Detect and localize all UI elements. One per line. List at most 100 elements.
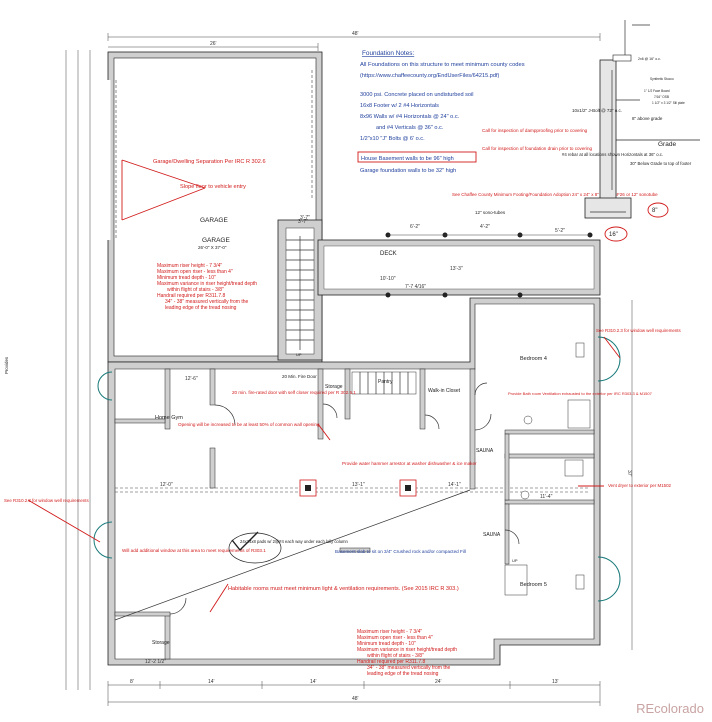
dim-10-10: 10'-10" [380, 276, 396, 282]
opening-note: Opening will be increased to be at least… [178, 422, 320, 427]
svg-text:1/2"x10 "J" Bolts @ 6' o.c.: 1/2"x10 "J" Bolts @ 6' o.c. [360, 136, 425, 142]
dim-right-total: 37' [626, 470, 632, 477]
svg-text:7/16" OSB: 7/16" OSB [654, 95, 669, 99]
dim-11-4: 11'-4" [540, 494, 553, 500]
svg-text:Minimum tread depth - 10": Minimum tread depth - 10" [357, 641, 416, 647]
foundation-notes-title: Foundation Notes: [362, 50, 414, 57]
svg-text:1 1/2" x 3 1/2" Sill plate: 1 1/2" x 3 1/2" Sill plate [652, 101, 685, 105]
inspect-drain-note: Call for inspection of foundation drain … [482, 146, 593, 151]
provides-label: Provides [4, 356, 9, 374]
svg-text:Maximum open riser - less than: Maximum open riser - less than 4" [157, 269, 233, 275]
basement-stair: UP [351, 371, 528, 596]
svg-text:1" 1/2 Face Board: 1" 1/2 Face Board [644, 89, 670, 93]
inspect-damp-note: Call for inspection of dampproofing prio… [482, 128, 588, 133]
svg-text:Handrail required per R311.7.8: Handrail required per R311.7.8 [357, 659, 426, 665]
dim-3-7b: 3'-7" [300, 215, 310, 221]
above-grade-label: 8" above grade [632, 116, 663, 121]
deck-footing-note: See Chaffee County Minimum Footing/Found… [452, 192, 658, 197]
wall-section-detail: 2x6 @ 16" o.c. Synthetic Stucco 1" 1/2 F… [562, 20, 700, 242]
svg-text:Synthetic Stucco: Synthetic Stucco [650, 77, 674, 81]
foundation-notes: Foundation Notes: All Foundations on thi… [357, 50, 593, 174]
svg-text:34" - 38" measured vertically: 34" - 38" measured vertically from the [165, 299, 249, 305]
up-label-2: UP [512, 558, 518, 563]
fire-door-note: 20 min. fire-rated door with self closer… [232, 390, 356, 395]
deck-label: DECK [380, 251, 397, 257]
garage-label-2: GARAGE [202, 237, 230, 244]
room-sauna-2: SAUNA [483, 532, 501, 538]
dim-13-3: 13'-3" [450, 266, 463, 272]
stair-notes-upper: Maximum riser height - 7 3/4" Maximum op… [157, 263, 257, 311]
room-storage-2: Storage [152, 640, 170, 646]
svg-text:Maximum variance in riser heig: Maximum variance in riser height/tread d… [157, 281, 257, 287]
dimension-lines: 48' 26' 37' 8' 14' 14' 24' 13' 48' [65, 31, 633, 706]
egress-note-right: See R310.2.3 for window well requirement… [596, 328, 681, 333]
svg-text:16x8 Footer w/ 2 #4 Horizontal: 16x8 Footer w/ 2 #4 Horizontals [360, 103, 439, 109]
up-label-1: UP [296, 352, 302, 357]
room-bedroom-5: Bedroom 5 [520, 582, 547, 588]
dryer-vent-note: Vent dryer to exterior per M1502 [608, 483, 672, 488]
grade-label: Grade [658, 141, 676, 148]
habitable-note: Habitable rooms must meet minimum light … [228, 586, 459, 592]
stair-notes-lower: Maximum riser height - 7 3/4" Maximum op… [357, 629, 457, 677]
water-hammer-note: Provide water hammer arrestor at washer … [342, 461, 477, 466]
dim-top-garage: 26' [210, 41, 217, 47]
dim-13-1: 13'-1" [352, 482, 365, 488]
dim-top-total: 48' [352, 31, 359, 37]
dim-b4: 24' [435, 679, 442, 685]
boxed-note: House Basement walls to be 96" high [361, 156, 454, 162]
svg-text:34" - 38" measured vertically: 34" - 38" measured vertically from the [367, 665, 451, 671]
basement-slab-note: Basement slab to sit on 3/4" Crushed roc… [335, 549, 466, 554]
svg-text:8x96 Walls w/ #4 Horizontals @: 8x96 Walls w/ #4 Horizontals @ 24" o.c. [360, 114, 460, 120]
window-add-note: Will add additional window at this area … [122, 548, 266, 553]
dim-12-2: 12'-2 1/2" [145, 659, 166, 665]
svg-text:leading edge of the tread nosi: leading edge of the tread nosing [165, 305, 237, 311]
egress-note-left: See R310.2.3 for window well requirement… [4, 498, 89, 503]
room-walk-in: Walk-in Closet [428, 388, 461, 394]
dim-12-0: 12'-0" [160, 482, 173, 488]
pads-note: 24x24x8 pads w/ 2@#4 each way under each… [240, 539, 349, 544]
dim-b5: 13' [552, 679, 559, 685]
dim-6-2: 6'-2" [410, 224, 420, 230]
svg-text:Maximum riser height - 7 3/4": Maximum riser height - 7 3/4" [157, 263, 222, 269]
dim-5-2: 5'-2" [555, 228, 565, 234]
dim-b1: 8' [130, 679, 134, 685]
svg-text:Minimum tread depth - 10": Minimum tread depth - 10" [157, 275, 216, 281]
dim-4-2: 4'-2" [480, 224, 490, 230]
section-8-label: 8" [652, 208, 657, 214]
garage-separation-note: Garage/Dwelling Separation Per IRC R 302… [153, 159, 266, 165]
basement-notes: 20 min. fire-rated door with self closer… [4, 328, 681, 613]
dim-bottom-total: 48' [352, 696, 359, 702]
room-storage: Storage [325, 384, 343, 390]
slope-note: Slope floor to vehicle entry [180, 184, 246, 190]
dim-12-6: 12'-6" [185, 376, 198, 382]
rebar-label: #4 rebar at all locations shown Horizont… [562, 152, 663, 157]
bath-vent-note: Provide Bath room Ventilation exhausted … [508, 391, 653, 396]
svg-text:Maximum open riser - less than: Maximum open riser - less than 4" [357, 635, 433, 641]
bath-fixtures [520, 342, 591, 590]
watermark: REcolorado [636, 701, 704, 716]
deck-area: DECK See Chaffee County Minimum Footing/… [298, 192, 658, 298]
room-sauna-1: SAUNA [476, 448, 494, 454]
dim-3-7: 3'-7" [298, 219, 308, 225]
below-grade-label: 30" Below Grade to top of footer [630, 161, 692, 166]
svg-text:within flight of stairs - 3/8": within flight of stairs - 3/8" [367, 653, 424, 659]
window-wells [93, 336, 621, 602]
section-16-label: 16" [609, 232, 618, 238]
dim-b3: 14' [310, 679, 317, 685]
room-home-gym: Home Gym [155, 415, 183, 421]
svg-text:Maximum variance in riser heig: Maximum variance in riser height/tread d… [357, 647, 457, 653]
svg-text:leading edge of the tread nosi: leading edge of the tread nosing [367, 671, 439, 677]
dim-7-7: 7'-7 4/16" [405, 284, 426, 290]
svg-text:(https://www.chaffeecounty.org: (https://www.chaffeecounty.org/EndUserFi… [360, 73, 500, 79]
garage-stair: UP [277, 219, 323, 361]
jbolt-label: 10x1/2" J-Bolt @ 72" o.c. [572, 108, 622, 113]
svg-text:Handrail required per R311.7.8: Handrail required per R311.7.8 [157, 293, 226, 299]
garage-label: GARAGE [200, 217, 228, 224]
fire-door-label: 20 Min. Fire Door [282, 374, 317, 379]
svg-text:All Foundations on this struct: All Foundations on this structure to mee… [360, 62, 525, 68]
section-small-top: 2x6 @ 16" o.c. [638, 57, 661, 61]
room-pantry: Pantry [378, 379, 393, 385]
svg-text:Maximum riser height - 7 3/4": Maximum riser height - 7 3/4" [357, 629, 422, 635]
svg-text:and #4 Verticals @ 36" o.c.: and #4 Verticals @ 36" o.c. [376, 125, 444, 131]
